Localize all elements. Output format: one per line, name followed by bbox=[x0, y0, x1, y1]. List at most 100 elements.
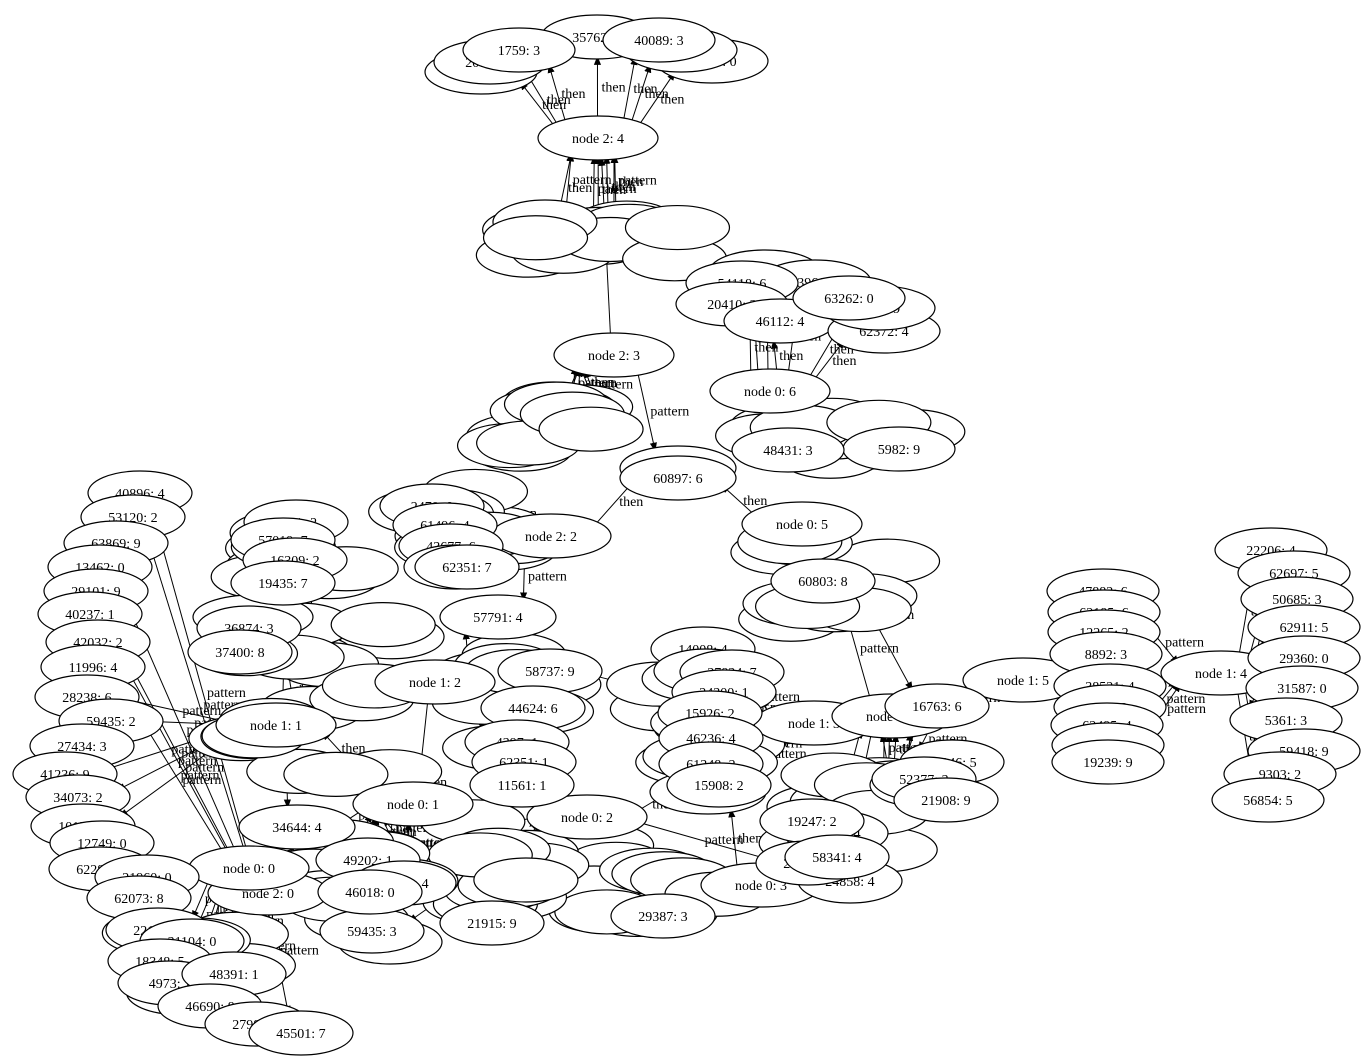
edge-label-then: then bbox=[601, 81, 625, 96]
edge-label-pattern: pattern bbox=[705, 833, 744, 848]
node-value: 63262: 0 bbox=[792, 275, 906, 321]
node-main: node 2: 3 bbox=[553, 332, 675, 378]
node-value: 5982: 9 bbox=[842, 426, 956, 472]
node-value: 60897: 6 bbox=[619, 455, 737, 501]
node-value: 1759: 3 bbox=[462, 27, 576, 73]
node-label: 48431: 3 bbox=[763, 444, 812, 459]
edge-label-pattern: pattern bbox=[178, 754, 217, 769]
node-label: 63262: 0 bbox=[824, 292, 873, 307]
node-label: 31587: 0 bbox=[1277, 682, 1326, 697]
node-shape bbox=[439, 594, 557, 640]
node-label: 48391: 1 bbox=[209, 968, 258, 983]
node-cluster-0 bbox=[482, 215, 589, 261]
node-label: node 0: 1 bbox=[387, 798, 439, 813]
edge-label-pattern: pattern bbox=[185, 761, 224, 776]
node-label: 19247: 2 bbox=[787, 815, 836, 830]
edge-pattern bbox=[633, 820, 769, 861]
node-shape bbox=[482, 215, 589, 261]
node-main: node 0: 5 bbox=[741, 501, 863, 547]
node-main: node 1: 2 bbox=[374, 659, 496, 705]
node-label: 1759: 3 bbox=[498, 44, 540, 59]
node-shape bbox=[238, 804, 356, 850]
node-value: 15908: 2 bbox=[666, 762, 772, 808]
node-shape bbox=[317, 869, 423, 915]
node-label: 62911: 5 bbox=[1280, 621, 1329, 636]
node-label: 21908: 9 bbox=[921, 794, 970, 809]
edge-label-then: then bbox=[633, 82, 657, 97]
node-shape bbox=[619, 455, 737, 501]
node-value: 60803: 8 bbox=[770, 558, 876, 604]
node-main: node 0: 1 bbox=[352, 781, 474, 827]
node-shape bbox=[784, 834, 890, 880]
node-label: 16763: 6 bbox=[912, 700, 961, 715]
node-label: 11996: 4 bbox=[69, 661, 118, 676]
node-main: node 0: 0 bbox=[188, 845, 310, 891]
node-value: 19435: 7 bbox=[230, 560, 336, 606]
node-label: node 2: 4 bbox=[572, 132, 624, 147]
node-shape bbox=[283, 751, 389, 797]
edge-then bbox=[519, 81, 557, 129]
node-label: 27434: 3 bbox=[57, 740, 106, 755]
edge-then bbox=[526, 72, 560, 127]
node-shape bbox=[473, 857, 579, 903]
edge-then bbox=[622, 55, 638, 122]
node-label: 50685: 3 bbox=[1272, 593, 1321, 608]
node-label: 19435: 7 bbox=[258, 577, 307, 592]
node-label: node 1: 3 bbox=[788, 717, 840, 732]
node-value: 46018: 0 bbox=[317, 869, 423, 915]
node-label: 34073: 2 bbox=[53, 791, 102, 806]
edge-label-pattern: pattern bbox=[182, 704, 221, 719]
edge-label-then: then bbox=[660, 93, 684, 108]
node-shape bbox=[248, 1010, 354, 1056]
node-value: 29387: 3 bbox=[610, 893, 716, 939]
edge-label-pattern: pattern bbox=[207, 686, 246, 701]
node-label: 59435: 3 bbox=[347, 925, 396, 940]
node-label: 56854: 5 bbox=[1243, 794, 1292, 809]
node-shape bbox=[893, 777, 999, 823]
node-value: 57791: 4 bbox=[439, 594, 557, 640]
node-label: 58341: 4 bbox=[812, 851, 861, 866]
edge-label-then: then bbox=[779, 349, 803, 364]
edge-pattern bbox=[565, 152, 575, 207]
node-label: 45501: 7 bbox=[276, 1027, 325, 1042]
node-label: 29387: 3 bbox=[638, 910, 687, 925]
node-label: 58737: 9 bbox=[525, 665, 574, 680]
node-shape bbox=[537, 115, 659, 161]
edge-pattern bbox=[127, 698, 229, 723]
node-label: node 0: 0 bbox=[223, 862, 275, 877]
node-label: node 0: 2 bbox=[561, 811, 613, 826]
node-label: 15908: 2 bbox=[694, 779, 743, 794]
node-shape bbox=[414, 544, 520, 590]
node-shape bbox=[1051, 739, 1165, 785]
edge-pattern bbox=[146, 534, 253, 875]
node-label: node 2: 3 bbox=[588, 349, 640, 364]
node-label: 19239: 9 bbox=[1083, 756, 1132, 771]
edge-label-then: then bbox=[542, 98, 566, 113]
node-label: node 0: 6 bbox=[744, 385, 796, 400]
edge-label-pattern: pattern bbox=[618, 174, 657, 189]
edge-label-then: then bbox=[611, 180, 635, 195]
edge-pattern bbox=[191, 878, 210, 920]
edge-label-pattern: pattern bbox=[1167, 692, 1206, 707]
node-shape bbox=[374, 659, 496, 705]
node-cluster-1 bbox=[538, 406, 644, 452]
node-label: 5361: 3 bbox=[1265, 714, 1307, 729]
node-label: node 2: 0 bbox=[242, 887, 294, 902]
node-shape bbox=[469, 762, 575, 808]
node-label: 62073: 8 bbox=[114, 892, 163, 907]
node-label: 60803: 8 bbox=[798, 575, 847, 590]
node-cluster-10 bbox=[283, 751, 389, 797]
edge-label-pattern: pattern bbox=[573, 173, 612, 188]
node-value: 56854: 5 bbox=[1211, 777, 1325, 823]
node-shape bbox=[330, 602, 436, 648]
node-main: node 1: 1 bbox=[215, 702, 337, 748]
node-label: 57791: 4 bbox=[473, 611, 522, 626]
node-value: 21908: 9 bbox=[893, 777, 999, 823]
node-shape bbox=[215, 702, 337, 748]
node-value: 48431: 3 bbox=[731, 427, 845, 473]
node-label: 21915: 9 bbox=[467, 917, 516, 932]
edge-then bbox=[637, 71, 676, 128]
node-main: node 2: 4 bbox=[537, 115, 659, 161]
node-value: 19247: 2 bbox=[759, 798, 865, 844]
